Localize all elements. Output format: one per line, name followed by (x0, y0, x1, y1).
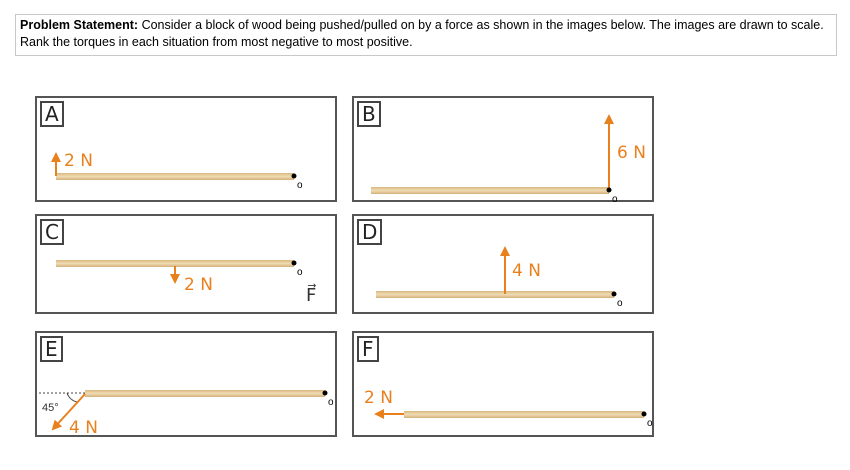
pivot-point (322, 390, 328, 396)
panel-b: B 6 N o (352, 96, 654, 204)
panel-label: C (40, 219, 64, 245)
pivot-point (291, 173, 297, 179)
panel-a: A 2 N o (35, 96, 337, 202)
force-label: 2 N (364, 388, 393, 408)
pivot-point (291, 260, 297, 266)
wood-block (56, 260, 294, 267)
problem-statement: Problem Statement: Consider a block of w… (15, 14, 837, 56)
force-label: 6 N (617, 143, 646, 163)
force-label: 4 N (69, 418, 98, 438)
panel-label: A (40, 101, 64, 127)
pivot-point (611, 291, 617, 297)
wood-block (56, 173, 294, 180)
force-label: 4 N (512, 261, 541, 281)
pivot-label: o (647, 418, 653, 429)
panel-label: F (357, 336, 379, 362)
pivot-label: o (297, 267, 303, 278)
pivot-point (641, 411, 647, 417)
panel-c: C 2 N o (35, 214, 337, 314)
pivot-label: o (297, 180, 303, 191)
panel-label: B (357, 101, 381, 127)
panel-f: F 2 N o (352, 331, 654, 437)
panel-e: E 45° 4 N o (35, 331, 337, 438)
wood-block (371, 187, 609, 194)
pivot-label: o (617, 298, 623, 309)
panel-label: D (357, 219, 383, 245)
force-label: 2 N (184, 275, 213, 295)
problem-label: Problem Statement: (20, 18, 139, 32)
force-arrow (51, 393, 86, 431)
pivot-point (606, 187, 612, 193)
pivot-label: o (612, 194, 618, 204)
force-vector-symbol: F⃗ (306, 285, 317, 306)
wood-block (404, 411, 644, 418)
angle-label: 45° (42, 402, 59, 414)
force-label: 2 N (64, 151, 93, 171)
panel-d: D 4 N o (352, 214, 654, 314)
wood-block (376, 291, 614, 298)
pivot-label: o (328, 397, 334, 408)
wood-block (85, 390, 325, 397)
problem-text: Consider a block of wood being pushed/pu… (20, 18, 824, 49)
panel-label: E (40, 336, 63, 362)
